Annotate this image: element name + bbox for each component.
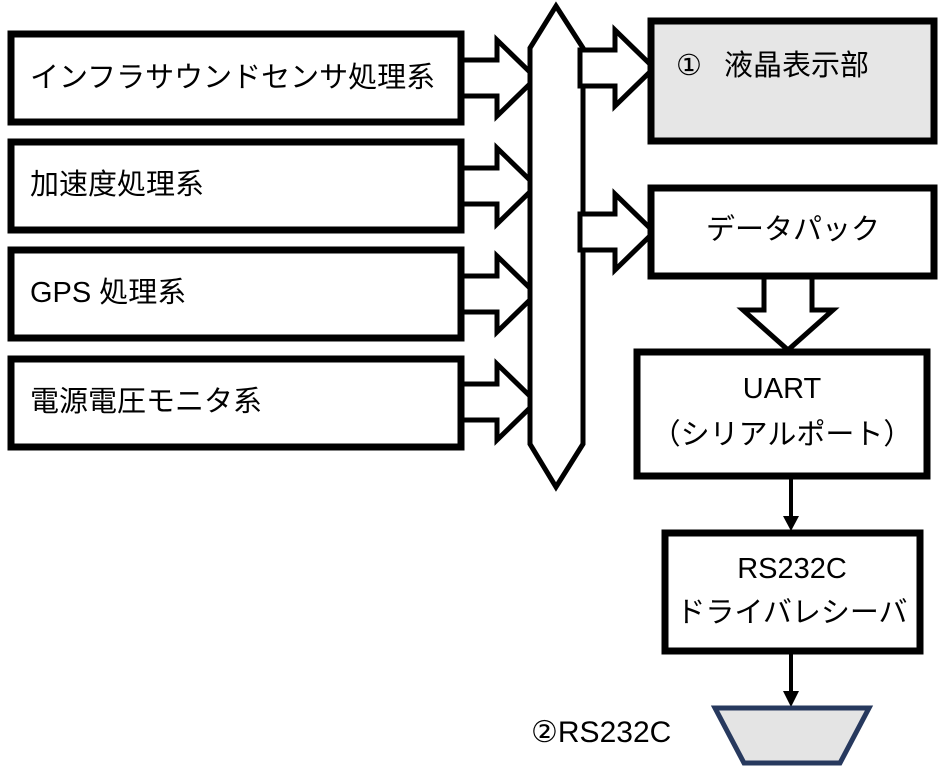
arrow-bus-to-datapack [577,188,658,276]
arrowhead-driver-to-port [783,691,799,707]
arrow-gps-to-bus [459,250,540,338]
left-block-infrasound[interactable]: インフラサウンドセンサ処理系 [7,30,465,126]
block-uart-line2: （シリアルポート） [652,418,913,451]
block-rs232c-driver[interactable]: RS232C ドライバレシーバ [661,529,924,655]
left-block-power-voltage[interactable]: 電源電圧モニタ系 [7,355,465,451]
block-driver-line1: RS232C [737,553,847,585]
right-block-lcd-label: 液晶表示部 [724,49,869,82]
block-uart-rect [633,348,931,480]
arrow-acceleration-to-bus [459,142,540,230]
left-block-gps-rect [7,246,465,342]
block-uart[interactable]: UART （シリアルポート） [633,348,931,480]
block-rs232c-driver-rect [661,529,924,655]
right-block-datapack[interactable]: データパック [647,184,938,280]
arrow-bus-to-lcd [577,24,658,112]
left-block-acceleration[interactable]: 加速度処理系 [7,138,465,234]
block-driver-line2: ドライバレシーバ [676,597,907,629]
arrow-datapack-to-uart [736,274,840,354]
rs232c-port-connector[interactable] [710,705,874,766]
lcd-marker: ① [676,50,702,82]
left-block-acceleration-label: 加速度処理系 [30,168,204,201]
right-block-lcd-rect [647,17,938,145]
arrow-infrasound-to-bus [459,34,540,122]
arrow-power-voltage-to-bus [459,358,540,446]
left-block-infrasound-label: インフラサウンドセンサ処理系 [30,61,435,94]
right-block-lcd[interactable]: ① 液晶表示部 [647,17,938,145]
right-block-datapack-rect [647,184,938,280]
right-block-datapack-label: データパック [706,213,880,246]
arrowhead-uart-to-driver [783,516,799,531]
left-block-infrasound-rect [7,30,465,126]
left-block-power-voltage-label: 電源電圧モニタ系 [30,385,262,418]
data-bus[interactable] [527,1,586,492]
left-block-gps-label: GPS 処理系 [30,276,186,309]
left-block-acceleration-rect [7,138,465,234]
rs232c-port-caption: ②RS232C [531,716,671,749]
block-uart-line1: UART [743,373,822,405]
left-block-gps[interactable]: GPS 処理系 [7,246,465,342]
